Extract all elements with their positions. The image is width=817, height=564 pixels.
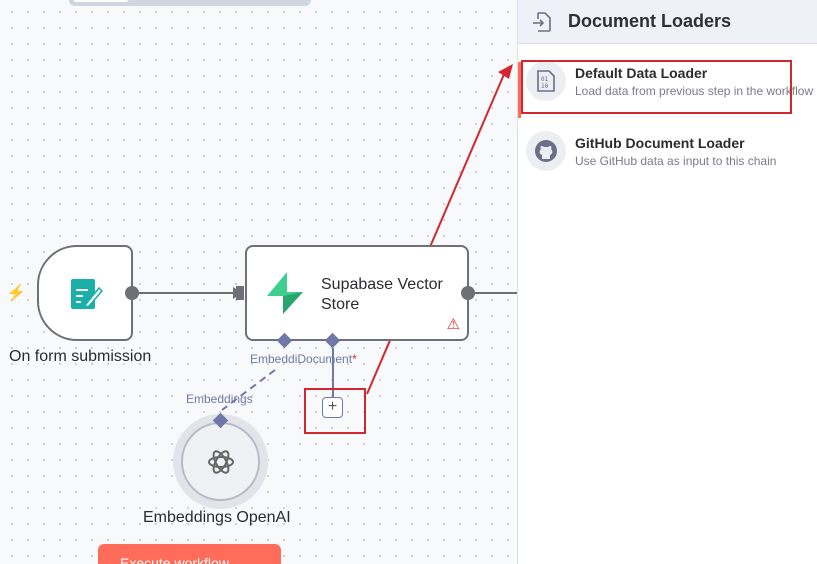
annotation-arrow-head xyxy=(498,64,513,79)
trigger-output-port[interactable] xyxy=(125,286,139,300)
embedding-port-label: Embeddi xyxy=(250,352,298,366)
panel-header: Document Loaders xyxy=(518,0,817,44)
warning-icon: ⚠ xyxy=(446,316,460,333)
canvas-tab-bar xyxy=(69,0,311,6)
node-supabase-vector-store[interactable]: Supabase Vector Store ⚠ xyxy=(245,245,469,341)
execute-workflow-button[interactable]: Execute workflow xyxy=(98,544,281,564)
svg-text:01: 01 xyxy=(541,76,549,83)
required-mark: * xyxy=(352,352,357,366)
node-embeddings-openai[interactable] xyxy=(173,414,268,509)
active-item-indicator xyxy=(518,62,521,118)
openai-icon xyxy=(207,449,234,474)
github-icon xyxy=(535,140,557,162)
item-description: Use GitHub data as input to this chain xyxy=(575,153,777,168)
trigger-label: On form submission xyxy=(9,348,152,365)
supabase-output-port[interactable] xyxy=(461,286,475,300)
trigger-bolt-icon: ⚡ xyxy=(6,285,26,302)
embeddings-port-label: Embeddings xyxy=(186,392,253,406)
document-import-icon xyxy=(533,11,551,32)
svg-text:10: 10 xyxy=(541,83,549,90)
item-description: Load data from previous step in the work… xyxy=(575,83,814,98)
annotation-box-plus xyxy=(304,388,366,434)
annotation-arrow-line xyxy=(366,71,506,395)
item-name: GitHub Document Loader xyxy=(575,134,745,151)
document-port-label: Document xyxy=(297,352,353,366)
active-tab[interactable] xyxy=(73,0,129,2)
add-document-loader-button[interactable]: + xyxy=(322,397,343,418)
openai-label: Embeddings OpenAI xyxy=(143,509,291,526)
node-on-form-submission[interactable] xyxy=(37,245,133,341)
supabase-label-line1: Supabase Vector xyxy=(321,276,443,293)
execute-workflow-label: Execute workflow xyxy=(120,555,229,564)
supabase-label-line2: Store xyxy=(321,296,360,313)
item-name: Default Data Loader xyxy=(575,64,708,81)
workflow-canvas[interactable]: ⚡ On form submission Supabase Vector Sto… xyxy=(0,0,517,564)
panel-title: Document Loaders xyxy=(568,11,732,31)
supabase-input-port[interactable] xyxy=(236,286,244,300)
annotation-box-default-loader xyxy=(521,60,792,114)
supabase-icon xyxy=(267,272,303,314)
form-icon xyxy=(71,279,104,309)
